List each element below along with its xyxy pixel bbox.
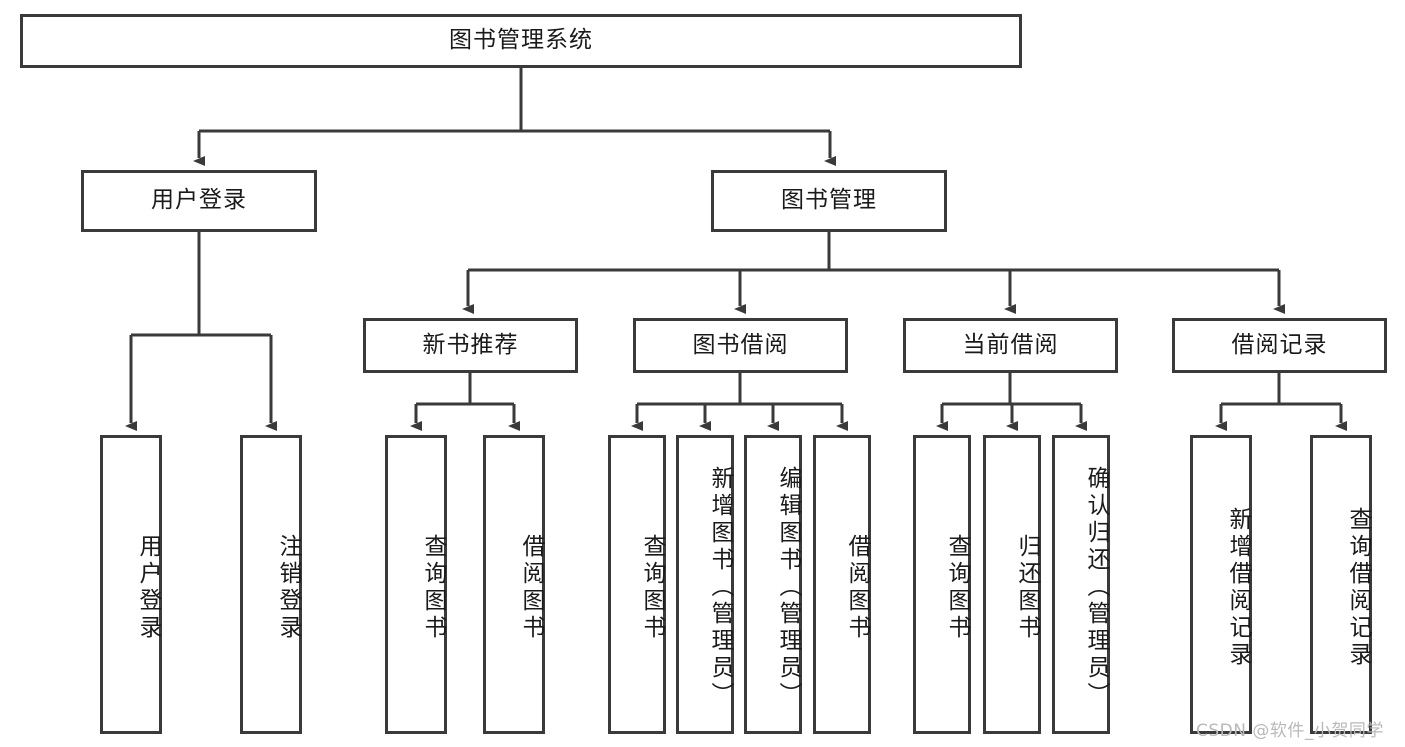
node-leaf-add-book[interactable]: 新增图书（管理员） <box>676 435 734 734</box>
node-leaf-borrow-book-label: 借阅图书 <box>844 533 870 642</box>
node-new-book-recommend[interactable]: 新书推荐 <box>363 318 578 373</box>
node-leaf-query-book-rec-label: 查询图书 <box>420 533 446 642</box>
node-leaf-confirm-return[interactable]: 确认归还（管理员） <box>1052 435 1110 734</box>
node-current-borrow-label: 当前借阅 <box>962 331 1059 358</box>
node-leaf-borrow-book-rec[interactable]: 借阅图书 <box>483 435 545 734</box>
node-leaf-user-login-label: 用户登录 <box>135 533 161 642</box>
node-book-management[interactable]: 图书管理 <box>711 170 947 232</box>
node-user-login[interactable]: 用户登录 <box>81 170 317 232</box>
node-leaf-logout[interactable]: 注销登录 <box>240 435 302 734</box>
node-book-borrow[interactable]: 图书借阅 <box>633 318 848 373</box>
node-root-label: 图书管理系统 <box>449 27 593 54</box>
node-leaf-add-book-label: 新增图书（管理员） <box>707 466 733 709</box>
csdn-watermark: CSDN @软件_小贺同学 <box>1196 721 1384 741</box>
node-leaf-edit-book-label: 编辑图书（管理员） <box>775 466 801 709</box>
node-leaf-user-login[interactable]: 用户登录 <box>100 435 162 734</box>
node-new-book-recommend-label: 新书推荐 <box>422 331 519 358</box>
node-leaf-query-record-label: 查询借阅记录 <box>1345 506 1371 669</box>
node-leaf-query-book-borrow-label: 查询图书 <box>639 533 665 642</box>
node-book-management-label: 图书管理 <box>781 187 877 214</box>
node-leaf-query-book-cur[interactable]: 查询图书 <box>913 435 971 734</box>
node-leaf-query-book-rec[interactable]: 查询图书 <box>385 435 447 734</box>
node-user-login-label: 用户登录 <box>151 187 247 214</box>
node-leaf-add-record-label: 新增借阅记录 <box>1225 506 1251 669</box>
node-borrow-records[interactable]: 借阅记录 <box>1172 318 1387 373</box>
node-leaf-borrow-book[interactable]: 借阅图书 <box>813 435 871 734</box>
node-leaf-edit-book[interactable]: 编辑图书（管理员） <box>744 435 802 734</box>
node-leaf-return-book[interactable]: 归还图书 <box>983 435 1041 734</box>
node-leaf-confirm-return-label: 确认归还（管理员） <box>1083 466 1109 709</box>
node-leaf-logout-label: 注销登录 <box>275 533 301 642</box>
node-leaf-return-book-label: 归还图书 <box>1014 533 1040 642</box>
node-root[interactable]: 图书管理系统 <box>20 14 1022 68</box>
node-leaf-query-book-cur-label: 查询图书 <box>944 533 970 642</box>
node-leaf-query-book-borrow[interactable]: 查询图书 <box>608 435 666 734</box>
node-leaf-query-record[interactable]: 查询借阅记录 <box>1310 435 1372 734</box>
node-book-borrow-label: 图书借阅 <box>692 331 789 358</box>
node-borrow-records-label: 借阅记录 <box>1231 331 1328 358</box>
node-leaf-borrow-book-rec-label: 借阅图书 <box>518 533 544 642</box>
node-current-borrow[interactable]: 当前借阅 <box>903 318 1118 373</box>
node-leaf-add-record[interactable]: 新增借阅记录 <box>1190 435 1252 734</box>
